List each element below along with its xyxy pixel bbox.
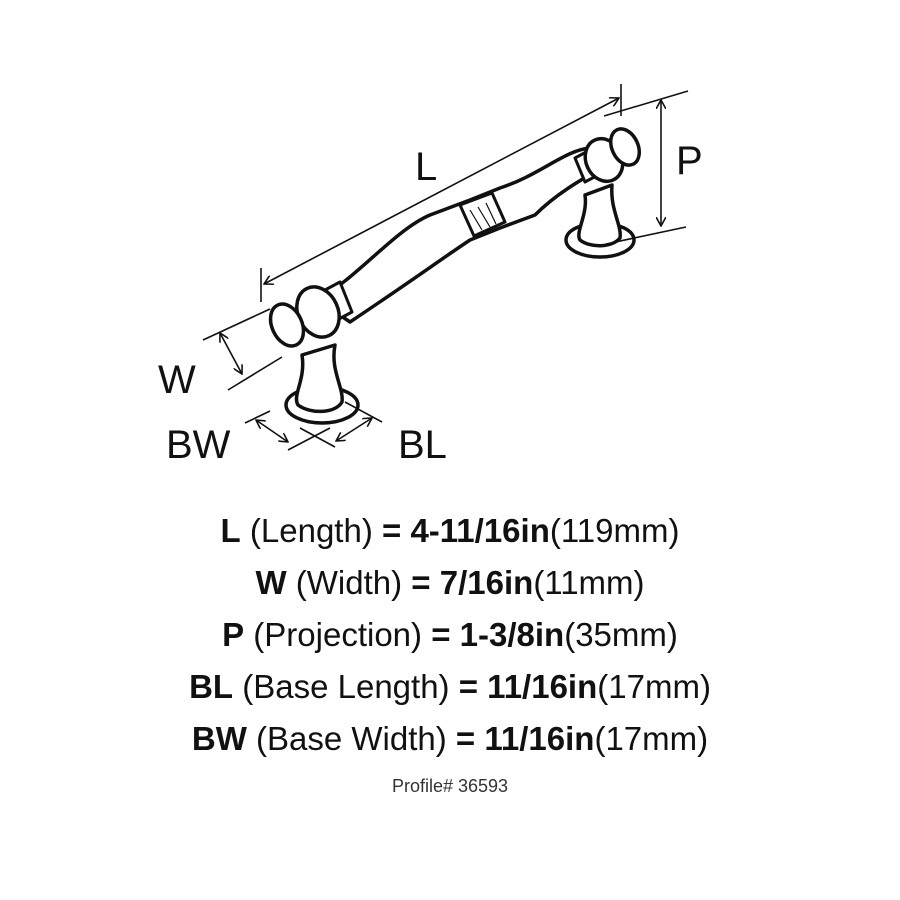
label-length: L (415, 145, 437, 189)
left-end-cap (268, 302, 306, 348)
projection-extension-top (603, 90, 689, 117)
spec-metric: (17mm) (597, 668, 711, 705)
spec-equals: = (458, 668, 478, 705)
label-base-width: BW (166, 423, 231, 467)
base-center-extension-1 (287, 427, 331, 451)
spec-name: (Width) (295, 564, 403, 601)
label-base-length: BL (398, 423, 447, 467)
spec-code: BL (189, 668, 234, 705)
spec-code: P (222, 616, 245, 653)
left-post (294, 343, 344, 414)
label-width: W (158, 358, 196, 402)
spec-imperial: 7/16in (439, 564, 534, 601)
width-extension-top (202, 308, 271, 341)
base-width-arrow (256, 420, 288, 442)
spec-name: (Length) (249, 512, 373, 549)
dimension-lines (202, 84, 689, 451)
base-center-extension-2 (299, 427, 336, 448)
spec-equals: = (431, 616, 451, 653)
spec-code: L (220, 512, 241, 549)
projection-extension-bottom (605, 226, 687, 245)
spec-equals: = (455, 720, 476, 757)
spec-metric: (35mm) (564, 616, 678, 653)
spec-base-length: BL (Base Length) = 11/16in(17mm) (0, 661, 900, 713)
spec-imperial: 4-11/16in (410, 512, 550, 549)
label-projection: P (676, 139, 703, 183)
spec-code: BW (191, 720, 247, 757)
width-extension-bottom (227, 356, 283, 391)
base-width-extension (244, 410, 271, 424)
spec-imperial: 11/16in (484, 720, 595, 757)
dimension-specs: L (Length) = 4-11/16in(119mm) W (Width) … (0, 505, 900, 765)
spec-projection: P (Projection) = 1-3/8in(35mm) (0, 609, 900, 661)
width-arrow (220, 333, 242, 374)
spec-metric: (17mm) (594, 720, 709, 757)
spec-equals: = (381, 512, 402, 549)
spec-width: W (Width) = 7/16in(11mm) (0, 557, 900, 609)
spec-code: W (255, 564, 287, 601)
spec-imperial: 11/16in (487, 668, 598, 705)
spec-imperial: 1-3/8in (459, 616, 565, 653)
spec-base-width: BW (Base Width) = 11/16in(17mm) (0, 713, 900, 765)
length-arrow (264, 98, 619, 284)
spec-name: (Base Width) (256, 720, 447, 757)
base-length-extension (344, 401, 383, 423)
spec-metric: (11mm) (533, 564, 645, 601)
pull-handle-illustration (268, 127, 642, 425)
spec-equals: = (411, 564, 431, 601)
handle-dimension-diagram: L P W BW BL (158, 84, 703, 467)
right-post (577, 183, 622, 248)
spec-name: (Projection) (253, 616, 423, 653)
spec-length: L (Length) = 4-11/16in(119mm) (0, 505, 900, 557)
profile-number: Profile# 36593 (391, 776, 509, 796)
base-length-arrow (336, 418, 372, 441)
spec-metric: (119mm) (549, 512, 680, 549)
spec-name: (Base Length) (242, 668, 450, 705)
